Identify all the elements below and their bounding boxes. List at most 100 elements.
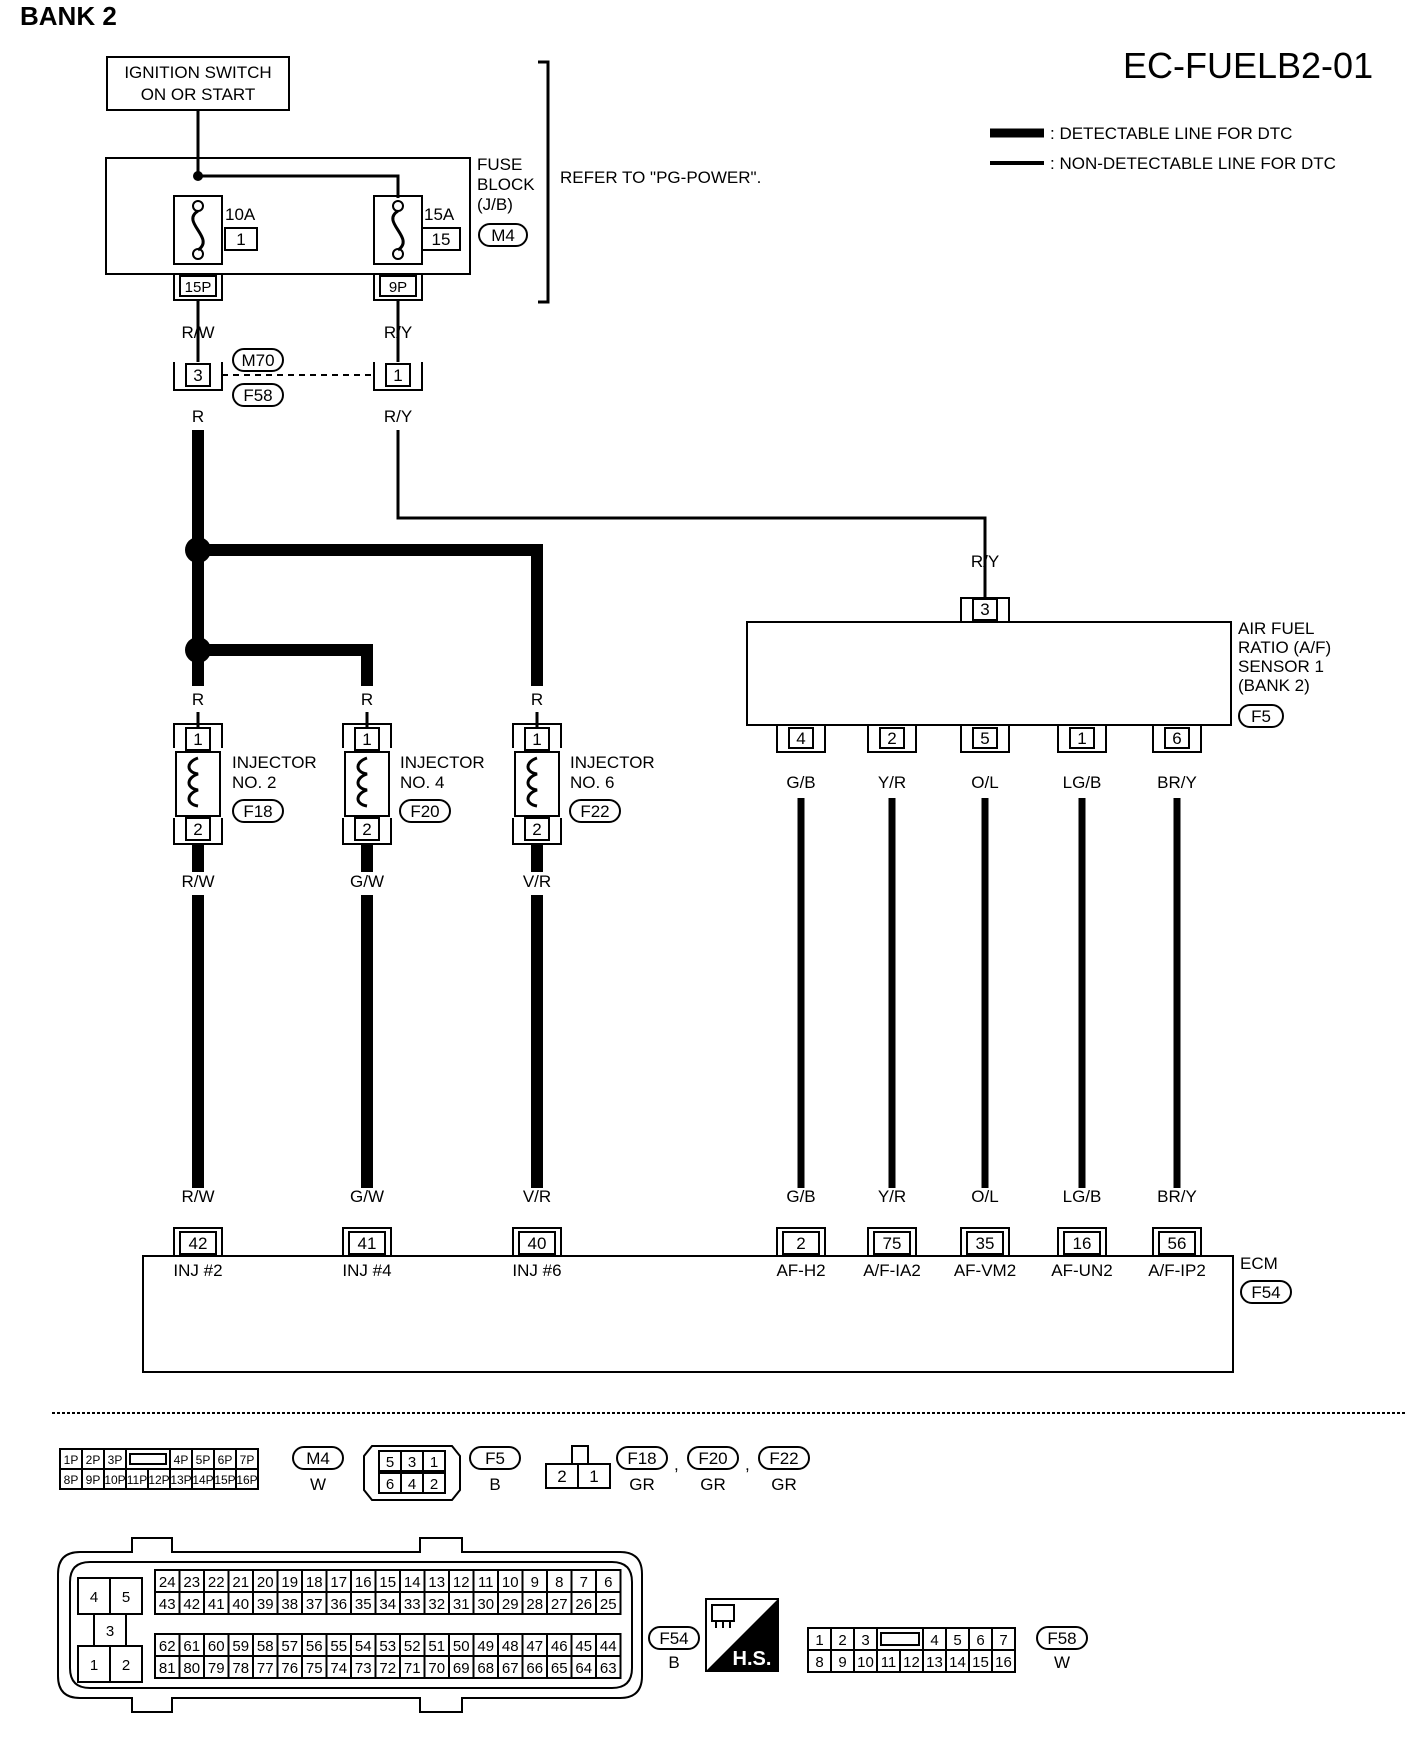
inj-pin-2: 2 — [557, 1467, 566, 1486]
fuse-15a: 15A 15 — [373, 195, 461, 265]
f54-pin-32: 32 — [428, 1596, 445, 1613]
f58-pin-15: 15 — [972, 1654, 989, 1671]
f54-pin-49: 49 — [477, 1638, 494, 1655]
f54-pin-24: 24 — [159, 1574, 176, 1591]
ecm-pin-box-40 — [518, 1231, 556, 1255]
sensor-pin-6: 6 BR/Y — [1152, 726, 1202, 1188]
f54-pin-64: 64 — [575, 1660, 592, 1677]
ecm-pin-housing-16 — [1057, 1227, 1107, 1256]
ecm-wire-label-41: G/W — [350, 1187, 384, 1206]
legend: : DETECTABLE LINE FOR DTC : NON-DETECTAB… — [990, 124, 1336, 173]
sensor-pin-6-label: 6 — [1172, 729, 1181, 748]
injector-4-wire-in: R — [361, 690, 373, 709]
f58-pin-5: 5 — [953, 1632, 961, 1649]
f5-pin-2: 2 — [430, 1476, 438, 1493]
fuse-block-refer: REFER TO "PG-POWER". — [560, 168, 761, 187]
inj-color-1: GR — [629, 1475, 655, 1494]
joint-connector-top: M70 — [241, 351, 274, 370]
f5-pin-5: 5 — [386, 1454, 394, 1471]
f54-pin-9: 9 — [531, 1574, 539, 1591]
f54-pin-8: 8 — [555, 1574, 563, 1591]
sensor-pin-5-label: 5 — [980, 729, 989, 748]
sensor-pin-4-label: 4 — [796, 729, 805, 748]
sensor-connector: F5 — [1251, 707, 1271, 726]
f54-pin-79: 79 — [208, 1660, 225, 1677]
ecm-pin-42: 42 — [189, 1234, 208, 1253]
ecm-terminal-name-40: INJ #6 — [512, 1261, 561, 1280]
ecm-pin-housing-41 — [342, 1227, 392, 1256]
fuse-a-rating: 10A — [225, 205, 256, 224]
f5-pin-4: 4 — [408, 1476, 416, 1493]
m4-pin-2P: 2P — [86, 1453, 101, 1467]
f54-left-cell — [109, 1645, 143, 1683]
f54-pin-12: 12 — [453, 1574, 470, 1591]
f54-pin-19: 19 — [281, 1574, 298, 1591]
f5-pin-3: 3 — [408, 1454, 416, 1471]
m4-pin-6P: 6P — [218, 1453, 233, 1467]
f54-pin-36: 36 — [330, 1596, 347, 1613]
f54-pin-42: 42 — [183, 1596, 200, 1613]
fuse-block-label3: (J/B) — [477, 195, 513, 214]
f54-pin-37: 37 — [306, 1596, 323, 1613]
f54-pin-23: 23 — [183, 1574, 200, 1591]
f5-cell — [422, 1450, 446, 1472]
m4-pin-14P: 14P — [192, 1473, 213, 1487]
f54-color: B — [668, 1653, 679, 1672]
ecm-wire-label-16: LG/B — [1063, 1187, 1102, 1206]
f5-color: B — [489, 1475, 500, 1494]
f54-pin-81: 81 — [159, 1660, 176, 1677]
f54-pin-14: 14 — [404, 1574, 421, 1591]
ecm-terminal-name-75: A/F-IA2 — [863, 1261, 921, 1280]
inj-sep-1: , — [674, 1455, 679, 1474]
f54-pin-46: 46 — [551, 1638, 568, 1655]
f54-pin-20: 20 — [257, 1574, 274, 1591]
sensor-wire-yr: Y/R — [878, 773, 906, 792]
f58-cell — [991, 1649, 1016, 1673]
injector-supply-wiring — [185, 430, 543, 686]
ecm-pin-box-41 — [348, 1231, 386, 1255]
f54-pin-13: 13 — [428, 1574, 445, 1591]
injector-no4: R 1 2 INJECTOR NO. 4 F20 G/W — [342, 690, 485, 891]
fuse-b-number: 15 — [432, 230, 451, 249]
m4-pin-1P: 1P — [64, 1453, 79, 1467]
inj-color-2: GR — [700, 1475, 726, 1494]
f54-pin-22: 22 — [208, 1574, 225, 1591]
f54-pin-25: 25 — [600, 1596, 617, 1613]
f58-pin-11: 11 — [881, 1654, 897, 1671]
injector-6-name2: NO. 6 — [570, 773, 614, 792]
f58-pin-2: 2 — [838, 1632, 846, 1649]
f54-pin-38: 38 — [281, 1596, 298, 1613]
sensor-wire-bry: BR/Y — [1157, 773, 1197, 792]
f58-pin-14: 14 — [949, 1654, 966, 1671]
f54-pin-75: 75 — [306, 1660, 323, 1677]
f54-pin-10: 10 — [502, 1574, 519, 1591]
f54-cell — [595, 1655, 622, 1679]
f54-id: F54 — [659, 1629, 688, 1648]
f54-pin-30: 30 — [477, 1596, 494, 1613]
fuse-block-label2: BLOCK — [477, 175, 535, 194]
fuse-pin-15p: 15P — [173, 274, 223, 301]
f54-pin-29: 29 — [502, 1596, 519, 1613]
inj-id-f20: F20 — [698, 1449, 727, 1468]
ecm-pin-2: 2 — [796, 1234, 805, 1253]
f54-pin-48: 48 — [502, 1638, 519, 1655]
f58-pin-12: 12 — [903, 1654, 920, 1671]
hs-symbol: H.S. — [705, 1598, 779, 1672]
fuse-10a: 10A 1 — [173, 195, 258, 265]
ecm-pin-41: 41 — [358, 1234, 377, 1253]
ecm-pin-75: 75 — [883, 1234, 902, 1253]
ecm-pin-housing-42 — [173, 1227, 223, 1256]
inj-pin-1: 1 — [589, 1467, 598, 1486]
joint-connector-bottom: F58 — [243, 386, 272, 405]
m4-id: M4 — [306, 1449, 330, 1468]
f54-pin-33: 33 — [404, 1596, 421, 1613]
f54-pin-50: 50 — [453, 1638, 470, 1655]
ecm-terminal-name-35: AF-VM2 — [954, 1261, 1016, 1280]
f54-cell — [595, 1591, 622, 1615]
f58-id: F58 — [1047, 1629, 1076, 1648]
f5-id: F5 — [485, 1449, 505, 1468]
sensor-supply-pin: 3 — [980, 600, 989, 619]
sensor-pin-1: 1 LG/B — [1057, 726, 1107, 1188]
